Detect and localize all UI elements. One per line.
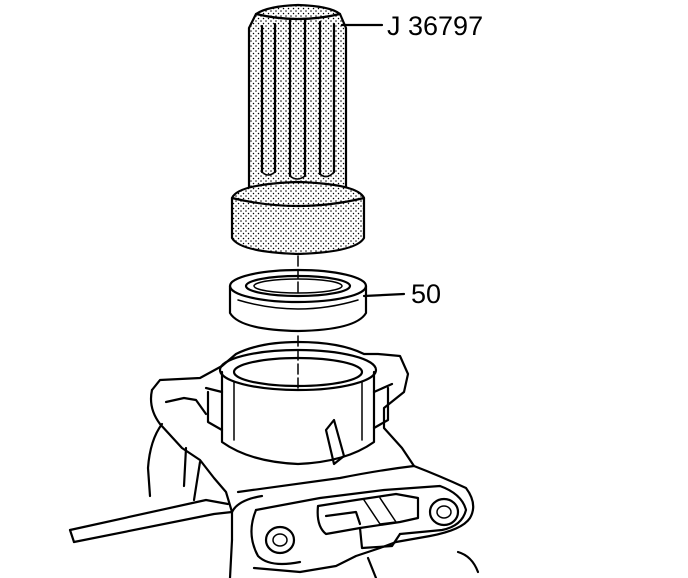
steering-housing (68, 340, 480, 578)
callout-label-tool: J 36797 (387, 11, 483, 41)
installer-tool (230, 3, 366, 256)
callout-tool: J 36797 (340, 11, 483, 41)
seal-ring (228, 268, 368, 333)
callout-label-seal: 50 (411, 279, 441, 309)
leader-line-seal (362, 292, 406, 298)
callout-seal: 50 (362, 279, 441, 309)
